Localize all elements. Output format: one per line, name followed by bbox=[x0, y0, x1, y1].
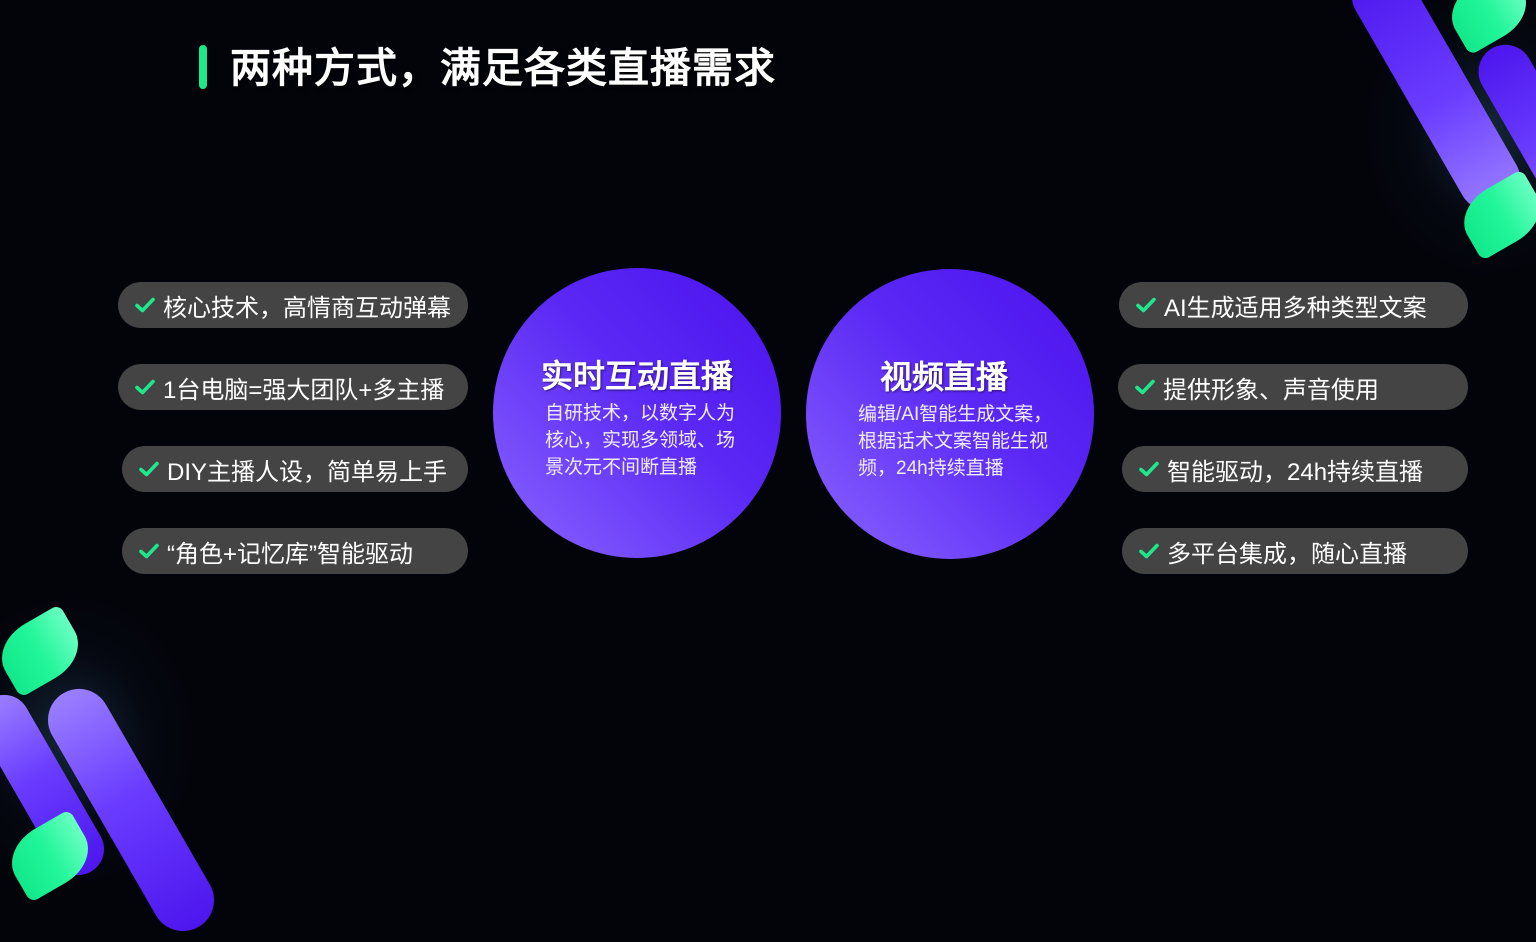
check-icon bbox=[1139, 459, 1159, 479]
feature-pill: “角色+记忆库”智能驱动 bbox=[122, 528, 468, 574]
purple-bar-shape bbox=[1468, 34, 1536, 236]
green-leaf-shape bbox=[0, 604, 91, 698]
mode-description: 自研技术，以数字人为核心，实现多领域、场景次元不间断直播 bbox=[545, 403, 736, 478]
mode-description: 编辑/AI智能生成文案，根据话术文案智能生视频，24h持续直播 bbox=[858, 404, 1053, 479]
green-leaf-shape bbox=[1440, 0, 1536, 56]
feature-pill: 核心技术，高情商互动弹幕 bbox=[118, 282, 468, 328]
feature-label: “角色+记忆库”智能驱动 bbox=[167, 540, 413, 568]
glow-shape bbox=[0, 590, 200, 890]
feature-pill: 多平台集成，随心直播 bbox=[1122, 528, 1468, 574]
mode-title: 实时互动直播 bbox=[540, 358, 733, 394]
check-icon bbox=[1136, 295, 1156, 315]
feature-label: 提供形象、声音使用 bbox=[1163, 376, 1379, 404]
title-accent-bar bbox=[199, 45, 207, 89]
check-icon bbox=[1139, 541, 1159, 561]
mode-circle-video: 视频直播 编辑/AI智能生成文案，根据话术文案智能生视频，24h持续直播 bbox=[806, 269, 1094, 559]
green-leaf-shape bbox=[0, 809, 101, 903]
feature-pill: AI生成适用多种类型文案 bbox=[1119, 282, 1468, 328]
purple-bar-shape bbox=[1340, 0, 1532, 223]
check-icon bbox=[139, 459, 159, 479]
check-icon bbox=[135, 377, 155, 397]
feature-label: AI生成适用多种类型文案 bbox=[1164, 294, 1427, 322]
decoration-top-right bbox=[1300, 0, 1536, 280]
check-icon bbox=[135, 295, 155, 315]
glow-shape bbox=[1360, 0, 1536, 280]
page-title: 两种方式，满足各类直播需求 bbox=[230, 45, 776, 91]
feature-label: 1台电脑=强大团队+多主播 bbox=[163, 376, 445, 404]
feature-pill: DIY主播人设，简单易上手 bbox=[122, 446, 468, 492]
mode-title: 视频直播 bbox=[879, 359, 1008, 395]
purple-bar-shape bbox=[0, 685, 114, 885]
feature-label: 智能驱动，24h持续直播 bbox=[1167, 458, 1424, 486]
check-icon bbox=[139, 541, 159, 561]
feature-label: 多平台集成，随心直播 bbox=[1167, 540, 1407, 568]
green-leaf-shape bbox=[1452, 169, 1536, 261]
decoration-bottom-left bbox=[0, 590, 240, 942]
purple-bar-shape bbox=[36, 677, 226, 942]
check-icon bbox=[1135, 377, 1155, 397]
mode-circle-realtime: 实时互动直播 自研技术，以数字人为核心，实现多领域、场景次元不间断直播 bbox=[493, 268, 781, 558]
feature-pill: 1台电脑=强大团队+多主播 bbox=[118, 364, 468, 410]
feature-label: 核心技术，高情商互动弹幕 bbox=[163, 294, 451, 322]
feature-label: DIY主播人设，简单易上手 bbox=[167, 458, 448, 486]
feature-pill: 提供形象、声音使用 bbox=[1118, 364, 1468, 410]
feature-pill: 智能驱动，24h持续直播 bbox=[1122, 446, 1468, 492]
